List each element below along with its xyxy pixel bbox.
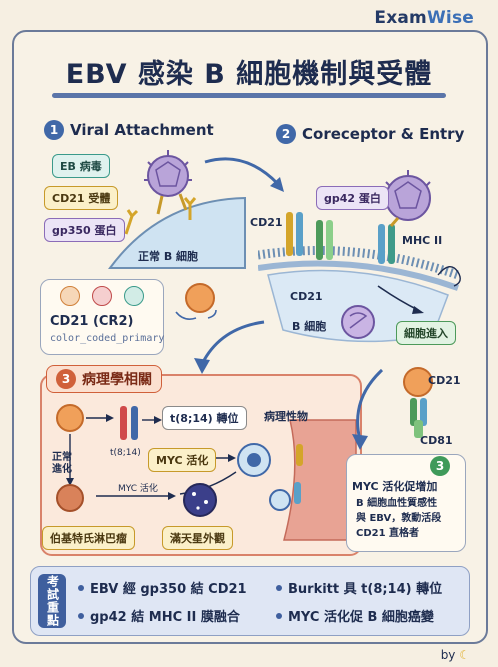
myc-small-label: MYC 活化 [118,484,158,494]
section-1-heading: 1 Viral Attachment [44,120,214,140]
gp350-spike [156,195,164,215]
myc-info-line: 與 EBV，敦動活段 [356,513,442,524]
key-point-text: gp42 結 MHC II 膜融合 [90,610,240,625]
pathology-illustration [56,404,357,541]
normal-b-cell-body [108,196,246,269]
credit: by ☾ [441,648,470,662]
chromosome-14-icon [131,406,138,440]
mhc-ii-icon [388,224,395,264]
tumor-cell-icon [56,484,84,512]
cd21-left-label: CD21 [250,216,283,229]
cd81-label: CD81 [420,434,453,447]
starry-sky-label: 滿天星外觀 [162,526,233,550]
section-3b-number: 3 [430,456,450,476]
cd21-right-label: CD21 [428,374,461,387]
t814-small-label: t(8;14) [110,448,141,458]
myc-info-title: MYC 活化促增加 [352,480,438,493]
hand-icon [60,286,80,306]
section-1-number: 1 [44,120,64,140]
key-point: gp42 結 MHC II 膜融合 [78,606,240,625]
section-2-title: Coreceptor & Entry [302,125,465,143]
myc-info-line: B 細胞血性質感性 [356,498,438,509]
cd21-icon-row [60,286,144,306]
cd21-receptor-icon [183,197,197,220]
section-3-number: 3 [56,369,76,389]
gp42-spike [389,217,400,227]
mhc-ii-label: MHC II [402,234,443,247]
myc-info-line: CD21 直格者 [356,528,420,539]
cd21-card-name: CD21 (CR2) [50,314,134,329]
key-points-label-text: 考試重點 [45,575,60,627]
section-1-title: Viral Attachment [70,121,214,139]
link-icon [92,286,112,306]
translocation-label: t(8;14) 轉位 [162,406,247,430]
cd81-icon [414,420,423,438]
key-point-text: MYC 活化促 B 細胞癌變 [288,610,434,625]
section-3-title: 病理學相關 [82,372,152,388]
gp350-protein-label: gp350 蛋白 [44,218,125,242]
viral-attachment-illustration [108,150,246,269]
ebv-virus-label: EB 病毒 [52,154,110,178]
coreceptor-icon [316,220,323,260]
myc-info-lines: B 細胞血性質感性 與 EBV，敦動活段 CD21 直格者 [356,496,441,541]
curl-icon [437,266,461,287]
credit-text: by [440,648,456,662]
key-points-panel [30,566,470,636]
normal-b-cell-icon [56,404,84,432]
cd21-cd81-illustration [352,367,433,450]
cd21-receptor-icon [286,212,293,256]
key-point: MYC 活化促 B 細胞癌變 [276,606,434,625]
myc-activation-label: MYC 活化 [148,448,217,472]
section-2-heading: 2 Coreceptor & Entry [276,124,464,144]
flow-arrow-2-to-3 [194,320,265,374]
key-point: EBV 經 gp350 結 CD21 [78,578,247,597]
b-cell-label: B 細胞 [292,320,327,333]
flow-arrow-1-to-2 [204,157,284,192]
mhc-ii-icon [378,224,385,264]
normal-b-cell-label: 正常 B 細胞 [138,250,199,263]
key-point-text: EBV 經 gp350 結 CD21 [90,582,247,597]
brand-exam: Exam [374,8,427,28]
cd21-receptor-icon [296,212,303,256]
normal-evolve-label: 正常 進化 [52,452,72,475]
section-2-number: 2 [276,124,296,144]
cycle-arrow-icon [175,311,197,320]
cd21-receptor-label: CD21 受體 [44,186,119,210]
chromosome-8-icon [120,406,127,440]
key-points-label: 考試重點 [38,574,66,628]
banana-icon: ☾ [459,648,470,662]
cycle-icon [124,286,144,306]
cd21-cell-icon [403,367,433,397]
title-underline [52,93,446,98]
key-point-text: Burkitt 具 t(8;14) 轉位 [288,582,443,597]
cd21-mid-label: CD21 [290,290,323,303]
brand-wise: Wise [426,8,474,28]
activated-cell-illustration [175,283,217,320]
ebv-virus-icon [385,170,431,221]
brand-logo: ExamWise [374,8,474,28]
gp42-protein-label: gp42 蛋白 [316,186,389,210]
burkitt-lymphoma-label: 伯基特氏淋巴瘤 [42,526,135,550]
endosome-icon [341,305,375,339]
page-title: EBV 感染 B 細胞機制與受體 [65,59,433,90]
key-point: Burkitt 具 t(8;14) 轉位 [276,578,442,597]
cd21-card-code: color_coded_primary [50,333,165,344]
pathology-heading: 3 病理學相關 [46,365,162,393]
ebv-virus-icon [144,150,192,197]
curved-arrow-icon [356,368,384,441]
cd21-receptor-icon [124,209,139,235]
coreceptor-icon [326,220,333,260]
pathology-tissue-label: 病理性物 [264,410,308,423]
starry-sky-icon [183,483,217,517]
cell-entry-label: 細胞進入 [396,321,456,345]
gp350-spike [178,193,188,211]
